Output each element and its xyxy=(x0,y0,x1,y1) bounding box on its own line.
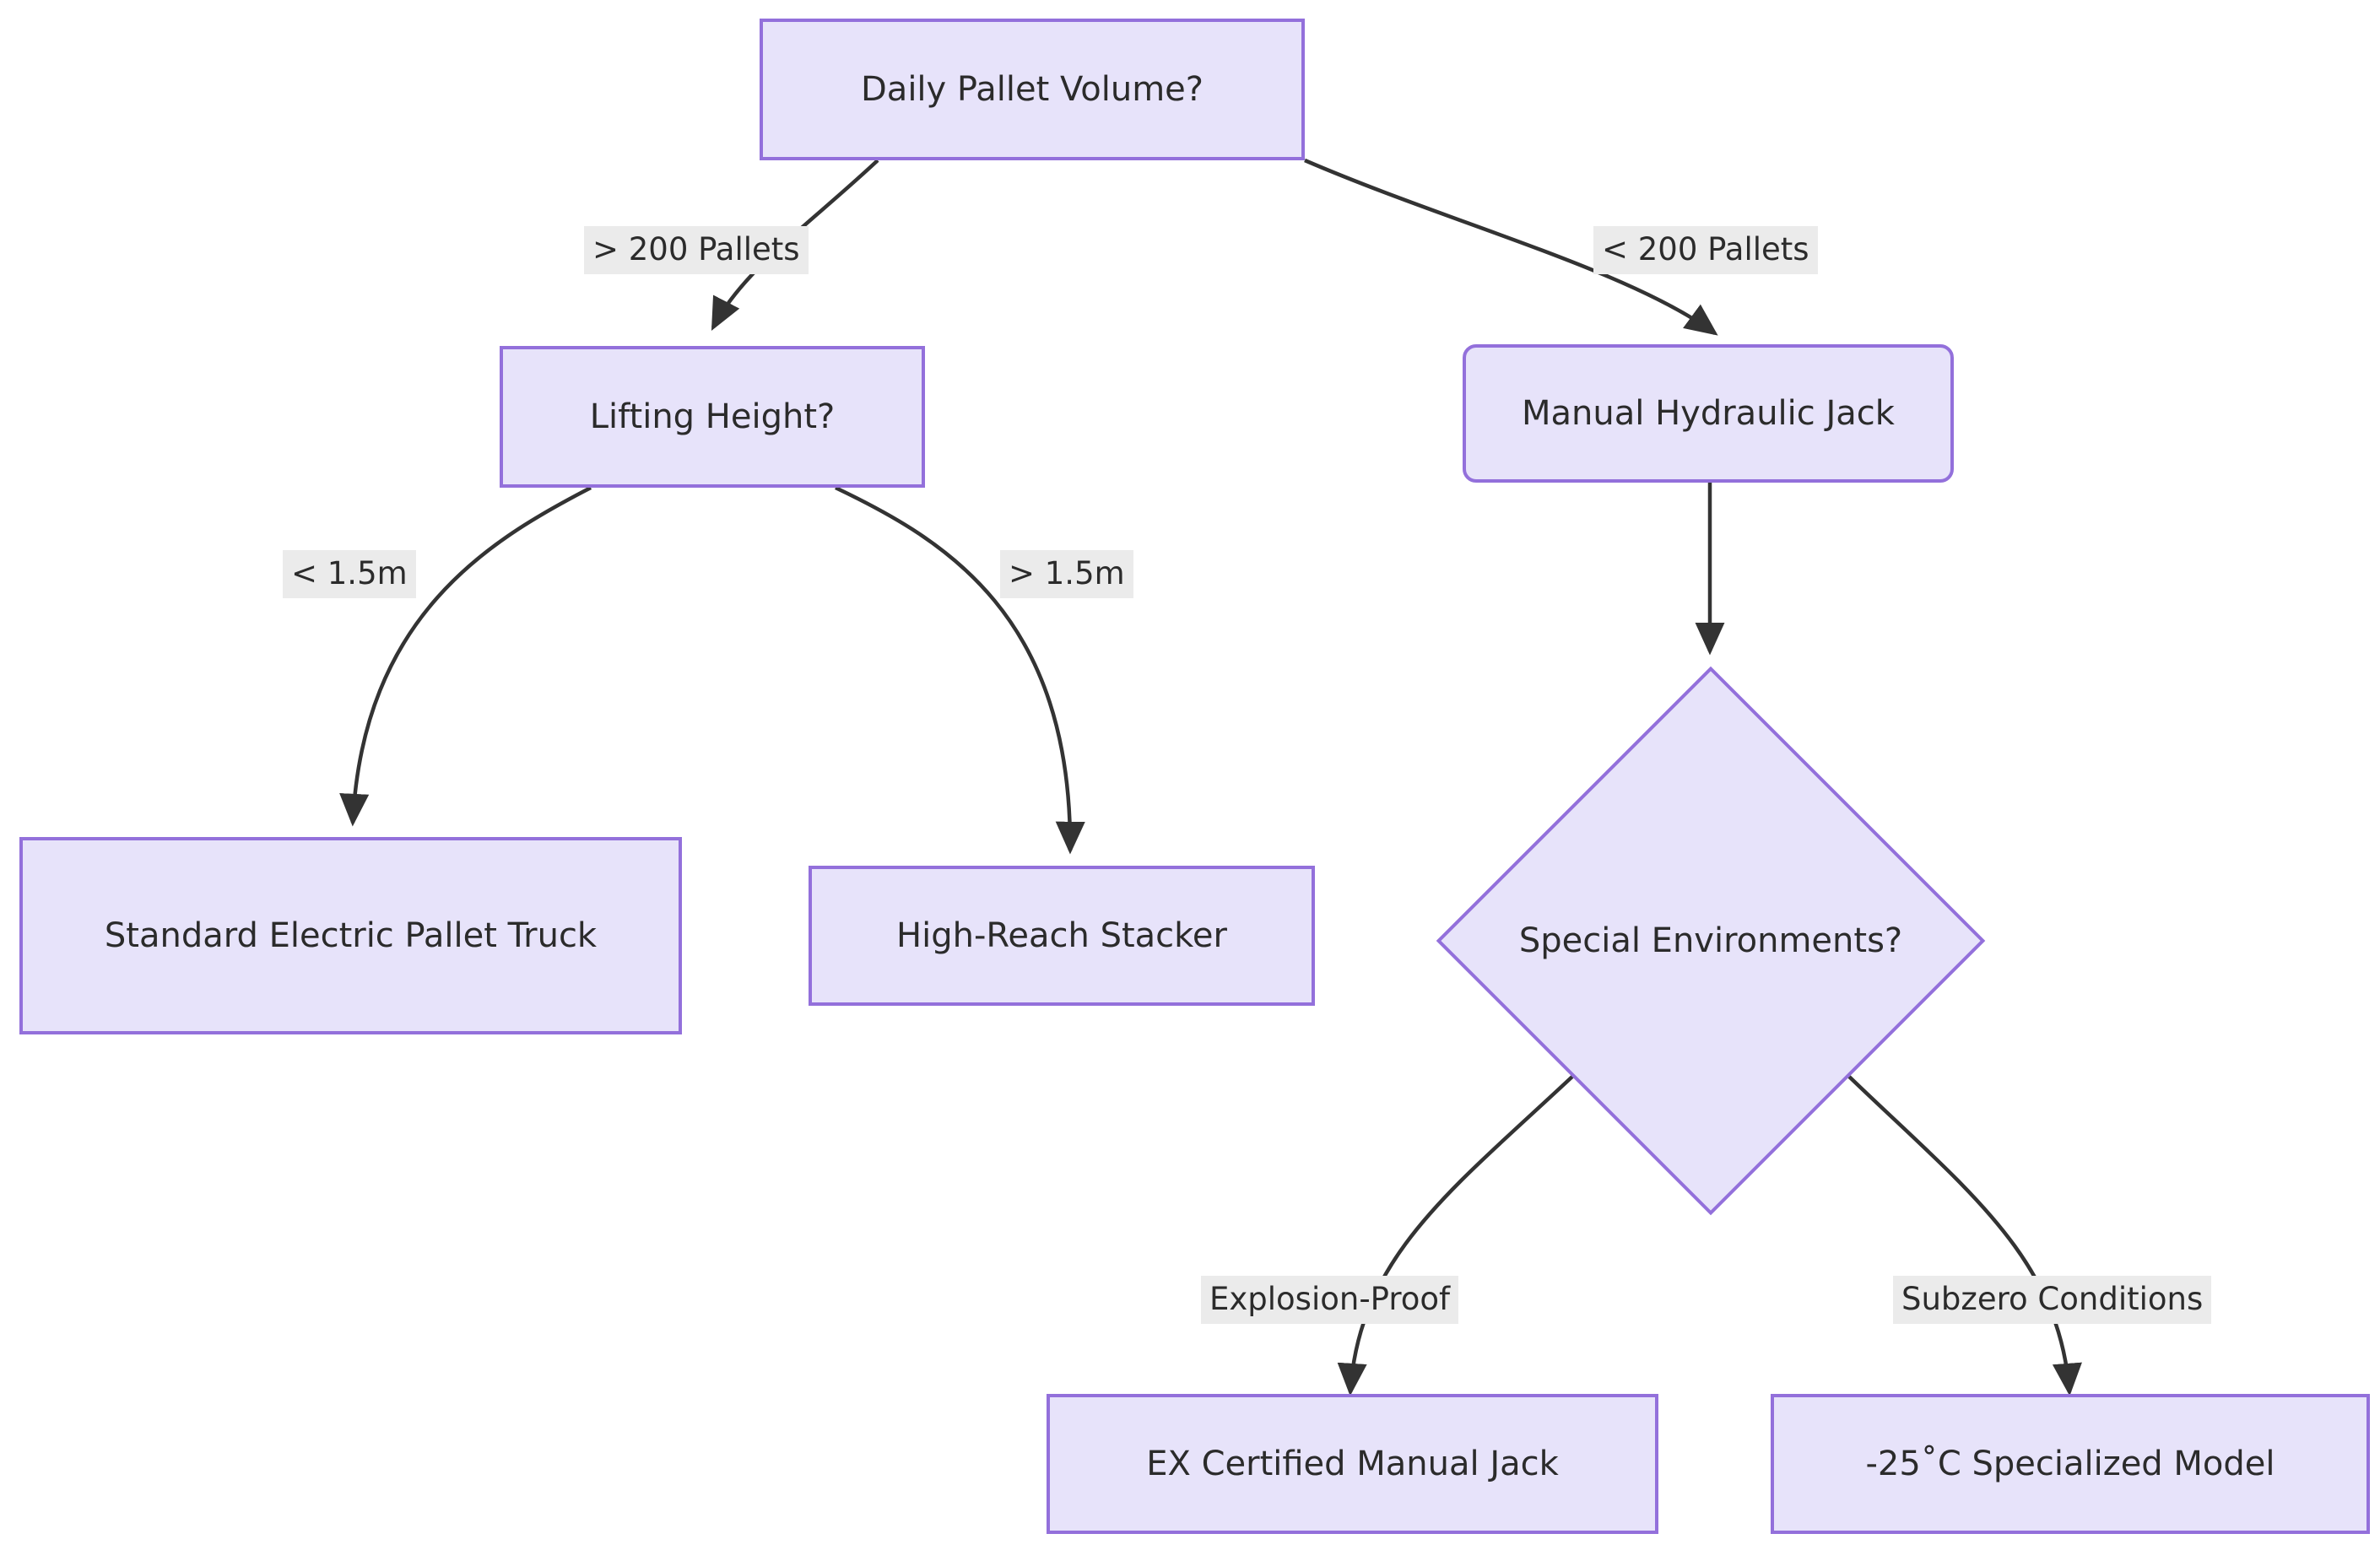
edge-label-over-200-pallets: > 200 Pallets xyxy=(584,226,809,274)
node-label: Manual Hydraulic Jack xyxy=(1522,394,1895,433)
node-label: Special Environments? xyxy=(1518,921,1903,960)
node-label: High-Reach Stacker xyxy=(896,916,1227,955)
node-manual-hydraulic-jack[interactable]: Manual Hydraulic Jack xyxy=(1463,344,1954,483)
node-standard-electric-pallet-truck[interactable]: Standard Electric Pallet Truck xyxy=(19,837,682,1034)
edge-lifting-height-to-stacker xyxy=(835,485,1085,855)
edge-label-under-1-5m: < 1.5m xyxy=(283,550,416,598)
node-label: Daily Pallet Volume? xyxy=(861,70,1204,109)
node-ex-certified-manual-jack[interactable]: EX Certified Manual Jack xyxy=(1047,1394,1658,1534)
edge-label-subzero-conditions: Subzero Conditions xyxy=(1893,1276,2212,1324)
edge-lifting-height-to-std-truck xyxy=(339,486,592,827)
node-subzero-specialized-model[interactable]: -25˚C Specialized Model xyxy=(1771,1394,2370,1534)
node-label: Lifting Height? xyxy=(589,397,836,436)
node-label: EX Certified Manual Jack xyxy=(1146,1445,1559,1483)
node-daily-pallet-volume[interactable]: Daily Pallet Volume? xyxy=(760,19,1305,160)
node-lifting-height[interactable]: Lifting Height? xyxy=(500,346,925,488)
edge-label-under-200-pallets: < 200 Pallets xyxy=(1593,226,1818,274)
node-special-environments[interactable]: Special Environments? xyxy=(1436,666,1986,1216)
node-high-reach-stacker[interactable]: High-Reach Stacker xyxy=(809,866,1315,1006)
edge-label-explosion-proof: Explosion-Proof xyxy=(1201,1276,1459,1324)
edge-label-over-1-5m: > 1.5m xyxy=(1000,550,1133,598)
node-label: -25˚C Specialized Model xyxy=(1865,1445,2275,1483)
node-label: Standard Electric Pallet Truck xyxy=(104,916,598,955)
